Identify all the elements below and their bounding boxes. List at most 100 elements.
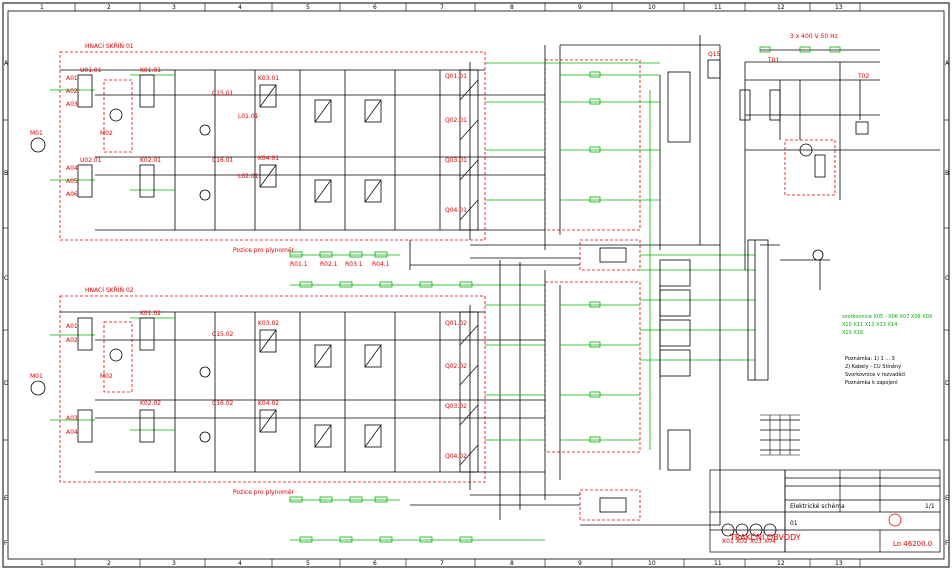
bottom-section-title: HNACÍ SKŘÍŇ 02 [85, 286, 134, 294]
grid-column-label: 9 [578, 560, 582, 567]
legend-line-2: 2) Kabely - CU Stíněný [845, 363, 901, 370]
label-a03: A03 [66, 101, 78, 108]
label-b-m2: M02 [100, 373, 113, 380]
label-b-a04: A04 [66, 429, 78, 436]
label-a02: A02 [66, 88, 78, 95]
label-b-k3: K03.02 [258, 320, 279, 327]
grid-column-label: 11 [714, 560, 722, 567]
grid-row-label: D [945, 380, 950, 387]
legend-line-3: Svorkovnice v rozvaděči [845, 371, 906, 378]
label-r4: R04.1 [372, 261, 390, 268]
sheet-number: 1/1 [925, 503, 935, 510]
grid-row-label: F [945, 540, 949, 547]
label-k4: K04.01 [258, 155, 279, 162]
drawing-title: TRAKČNÍ OBVODY [729, 531, 801, 542]
note-line-2: X10 X11 X12 X13 X14 [842, 322, 897, 328]
grid-column-label: 7 [440, 4, 444, 11]
top-section-title: HNACÍ SKŘÍŇ 01 [85, 42, 134, 50]
drawing-subtitle: Elektrické schéma [790, 503, 845, 510]
grid-column-label: 12 [777, 4, 785, 11]
label-x03: X03 [750, 538, 762, 545]
grid-column-label: 3 [172, 4, 176, 11]
label-b-k2: K02.02 [140, 400, 161, 407]
label-b-a02: A02 [66, 337, 78, 344]
grid-column-label: 1 [40, 560, 44, 567]
company-logo [888, 513, 902, 527]
top-labels: A01 A02 A03 A04 A05 A06 U01.01 U02.01 M0… [30, 67, 467, 268]
label-b-ct: Pozice pro plynoměr [233, 489, 295, 496]
note-line-3: X15 X16 [842, 330, 863, 336]
label-a05: A05 [66, 178, 78, 185]
grid-column-label: 4 [238, 560, 242, 567]
bottom-labels: A01 A02 A03 A04 M01 M02 K01.02 K02.02 K0… [30, 310, 467, 496]
grid-column-label: 5 [306, 4, 310, 11]
grid-column-label: 9 [578, 4, 582, 11]
label-x02: X02 [736, 538, 748, 545]
grid-row-label: A [4, 60, 9, 67]
grid-column-label: 2 [107, 4, 111, 11]
grid-column-label: 8 [510, 560, 514, 567]
label-c1: C15.01 [212, 90, 234, 97]
connector-table [760, 414, 800, 456]
grid-column-label: 8 [510, 4, 514, 11]
label-b-a01: A01 [66, 323, 78, 330]
top-wiring-green [50, 62, 755, 450]
label-ct: Pozice pro plynoměr [233, 247, 295, 254]
note-line-1: svorkovnice X05 - X06 X07 X08 X09 [842, 314, 932, 320]
label-c2: C16.01 [212, 157, 234, 164]
grid-row-label: F [4, 540, 8, 547]
grid-row-label: C [945, 275, 949, 282]
label-q15: Q15 [708, 51, 721, 58]
grid-column-label: 3 [172, 560, 176, 567]
grid-column-label: 12 [777, 560, 785, 567]
label-q2: Q02.01 [445, 117, 467, 124]
grid-row-label: C [4, 275, 8, 282]
label-m2: M02 [100, 130, 113, 137]
grid-column-label: 11 [714, 4, 722, 11]
bottom-wiring-black [60, 250, 721, 526]
label-l1: L01.01 [238, 113, 259, 120]
grid-ticks [3, 3, 949, 567]
label-u2: U02.01 [80, 157, 102, 164]
top-wiring-black [60, 35, 721, 270]
label-q1: Q01.01 [445, 73, 467, 80]
legend-line-4: Poznámka k zapojení [845, 379, 898, 386]
label-b-q2: Q02.02 [445, 363, 467, 370]
grid-column-label: 1 [40, 4, 44, 11]
grid-column-label: 6 [373, 560, 377, 567]
resistor-banks [289, 46, 841, 543]
grid-row-label: A [945, 60, 950, 67]
label-k3: K03.01 [258, 75, 279, 82]
grid-column-label: 6 [373, 4, 377, 11]
grid-column-label: 5 [306, 560, 310, 567]
section-titles: HNACÍ SKŘÍŇ 01 HNACÍ SKŘÍŇ 02 [85, 42, 134, 294]
grid-column-label: 10 [648, 4, 656, 11]
right-labels: 3 x 400 V 50 Hz Q15 T01 T02 X01 X02 X03 … [708, 33, 932, 545]
label-r3: R03.1 [345, 261, 363, 268]
switch-diagonals [259, 79, 479, 466]
label-b-c1: C15.02 [212, 331, 234, 338]
label-k1: K01.01 [140, 67, 161, 74]
right-wiring [744, 49, 940, 451]
grid-column-label: 13 [835, 4, 843, 11]
supply-label: 3 x 400 V 50 Hz [790, 33, 838, 40]
grid-row-label: B [4, 170, 8, 177]
grid-row-label: E [945, 495, 949, 502]
grid-column-label: 10 [648, 560, 656, 567]
label-x04: X04 [764, 538, 776, 545]
grid-row-label: B [945, 170, 949, 177]
label-b-q4: Q04.02 [445, 453, 467, 460]
label-m1: M01 [30, 130, 43, 137]
label-a01: A01 [66, 75, 78, 82]
label-q4: Q04.01 [445, 207, 467, 214]
label-u1: U01.01 [80, 67, 102, 74]
revision: 01 [790, 520, 798, 527]
label-t02: T02 [857, 73, 869, 80]
label-k2: K02.01 [140, 157, 161, 164]
label-b-q1: Q01.02 [445, 320, 467, 327]
label-a04: A04 [66, 165, 78, 172]
